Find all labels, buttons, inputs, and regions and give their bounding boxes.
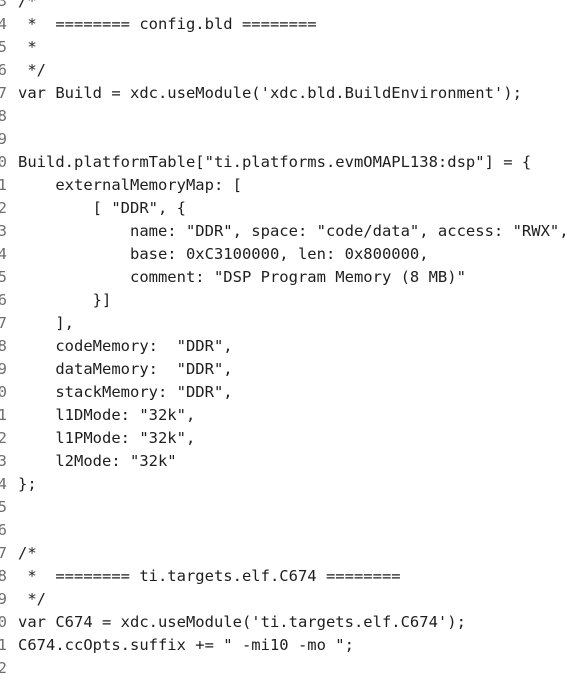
line-number: 2: [0, 659, 7, 677]
code-line[interactable]: 4 * ======== config.bld ========: [0, 13, 567, 36]
line-number: 5: [0, 38, 7, 56]
line-number: 8: [0, 107, 7, 125]
code-line[interactable]: 7 ],: [0, 312, 567, 335]
line-number: 2: [0, 199, 7, 217]
code-line[interactable]: 6 */: [0, 59, 567, 82]
line-number: 0: [0, 613, 7, 631]
code-text: comment: "DSP Program Memory (8 MB)": [18, 268, 466, 286]
line-number: 6: [0, 61, 7, 79]
code-line[interactable]: 5 *: [0, 36, 567, 59]
line-number: 6: [0, 291, 7, 309]
code-text: /*: [18, 0, 37, 10]
line-number: 9: [0, 590, 7, 608]
line-number: 5: [0, 498, 7, 516]
code-line[interactable]: 3 /*: [0, 0, 567, 13]
code-line[interactable]: 0 Build.platformTable["ti.platforms.evmOM…: [0, 151, 567, 174]
line-number: 4: [0, 475, 7, 493]
code-text: C674.ccOpts.suffix += " -mi10 -mo ";: [18, 636, 354, 654]
code-text: }]: [18, 291, 112, 309]
code-line[interactable]: 0 stackMemory: "DDR",: [0, 381, 567, 404]
code-line[interactable]: 8 * ======== ti.targets.elf.C674 =======…: [0, 565, 567, 588]
code-text: base: 0xC3100000, len: 0x800000,: [18, 245, 429, 263]
line-number: 9: [0, 360, 7, 378]
code-line[interactable]: 2 [ "DDR", {: [0, 197, 567, 220]
code-line[interactable]: 4};: [0, 473, 567, 496]
code-line[interactable]: 9 dataMemory: "DDR",: [0, 358, 567, 381]
code-text: */: [18, 590, 46, 608]
line-number: 3: [0, 222, 7, 240]
code-text: l2Mode: "32k": [18, 452, 177, 470]
code-text: [ "DDR", {: [18, 199, 186, 217]
code-line[interactable]: 6: [0, 519, 567, 542]
line-number: 9: [0, 130, 7, 148]
line-number: 1: [0, 636, 7, 654]
code-text: Build.platformTable["ti.platforms.evmOMA…: [18, 153, 532, 171]
code-line[interactable]: 2 l1PMode: "32k",: [0, 427, 567, 450]
code-line[interactable]: 1 C674.ccOpts.suffix += " -mi10 -mo ";: [0, 634, 567, 657]
code-text: /*: [18, 544, 37, 562]
code-line[interactable]: 3 name: "DDR", space: "code/data", acces…: [0, 220, 567, 243]
line-number: 7: [0, 544, 7, 562]
line-number: 3: [0, 452, 7, 470]
line-number: 1: [0, 406, 7, 424]
code-text: l1DMode: "32k",: [18, 406, 196, 424]
code-line[interactable]: 4 base: 0xC3100000, len: 0x800000,: [0, 243, 567, 266]
code-text: ],: [18, 314, 74, 332]
line-number: 8: [0, 337, 7, 355]
line-number: 3: [0, 0, 7, 10]
code-text: * ======== config.bld ========: [18, 15, 317, 33]
code-line[interactable]: 5 comment: "DSP Program Memory (8 MB)": [0, 266, 567, 289]
code-line[interactable]: 0 var C674 = xdc.useModule('ti.targets.el…: [0, 611, 567, 634]
line-number: 8: [0, 567, 7, 585]
code-text: */: [18, 61, 46, 79]
code-text: };: [18, 475, 37, 493]
line-number: 0: [0, 153, 7, 171]
line-number: 6: [0, 521, 7, 539]
code-text: externalMemoryMap: [: [18, 176, 242, 194]
code-line[interactable]: 1 externalMemoryMap: [: [0, 174, 567, 197]
code-text: var C674 = xdc.useModule('ti.targets.elf…: [18, 613, 466, 631]
code-text: var Build = xdc.useModule('xdc.bld.Build…: [18, 84, 522, 102]
line-number: 4: [0, 245, 7, 263]
line-number: 2: [0, 429, 7, 447]
code-text: dataMemory: "DDR",: [18, 360, 233, 378]
code-line[interactable]: 8 codeMemory: "DDR",: [0, 335, 567, 358]
code-line[interactable]: 1 l1DMode: "32k",: [0, 404, 567, 427]
line-number: 1: [0, 176, 7, 194]
code-text: name: "DDR", space: "code/data", access:…: [18, 222, 567, 240]
code-text: l1PMode: "32k",: [18, 429, 196, 447]
code-text: * ======== ti.targets.elf.C674 ========: [18, 567, 401, 585]
code-line[interactable]: 6 }]: [0, 289, 567, 312]
code-line[interactable]: 3 l2Mode: "32k": [0, 450, 567, 473]
code-text: *: [18, 38, 37, 56]
code-text: stackMemory: "DDR",: [18, 383, 233, 401]
code-line[interactable]: 9: [0, 128, 567, 151]
code-line[interactable]: 5: [0, 496, 567, 519]
code-line[interactable]: 8: [0, 105, 567, 128]
code-line[interactable]: 7 var Build = xdc.useModule('xdc.bld.Buil…: [0, 82, 567, 105]
line-number: 5: [0, 268, 7, 286]
code-line[interactable]: 2: [0, 657, 567, 680]
line-number: 7: [0, 314, 7, 332]
code-text: codeMemory: "DDR",: [18, 337, 233, 355]
line-number: 7: [0, 84, 7, 102]
code-line[interactable]: 9 */: [0, 588, 567, 611]
code-line[interactable]: 7 /*: [0, 542, 567, 565]
line-number: 4: [0, 15, 7, 33]
line-number: 0: [0, 383, 7, 401]
